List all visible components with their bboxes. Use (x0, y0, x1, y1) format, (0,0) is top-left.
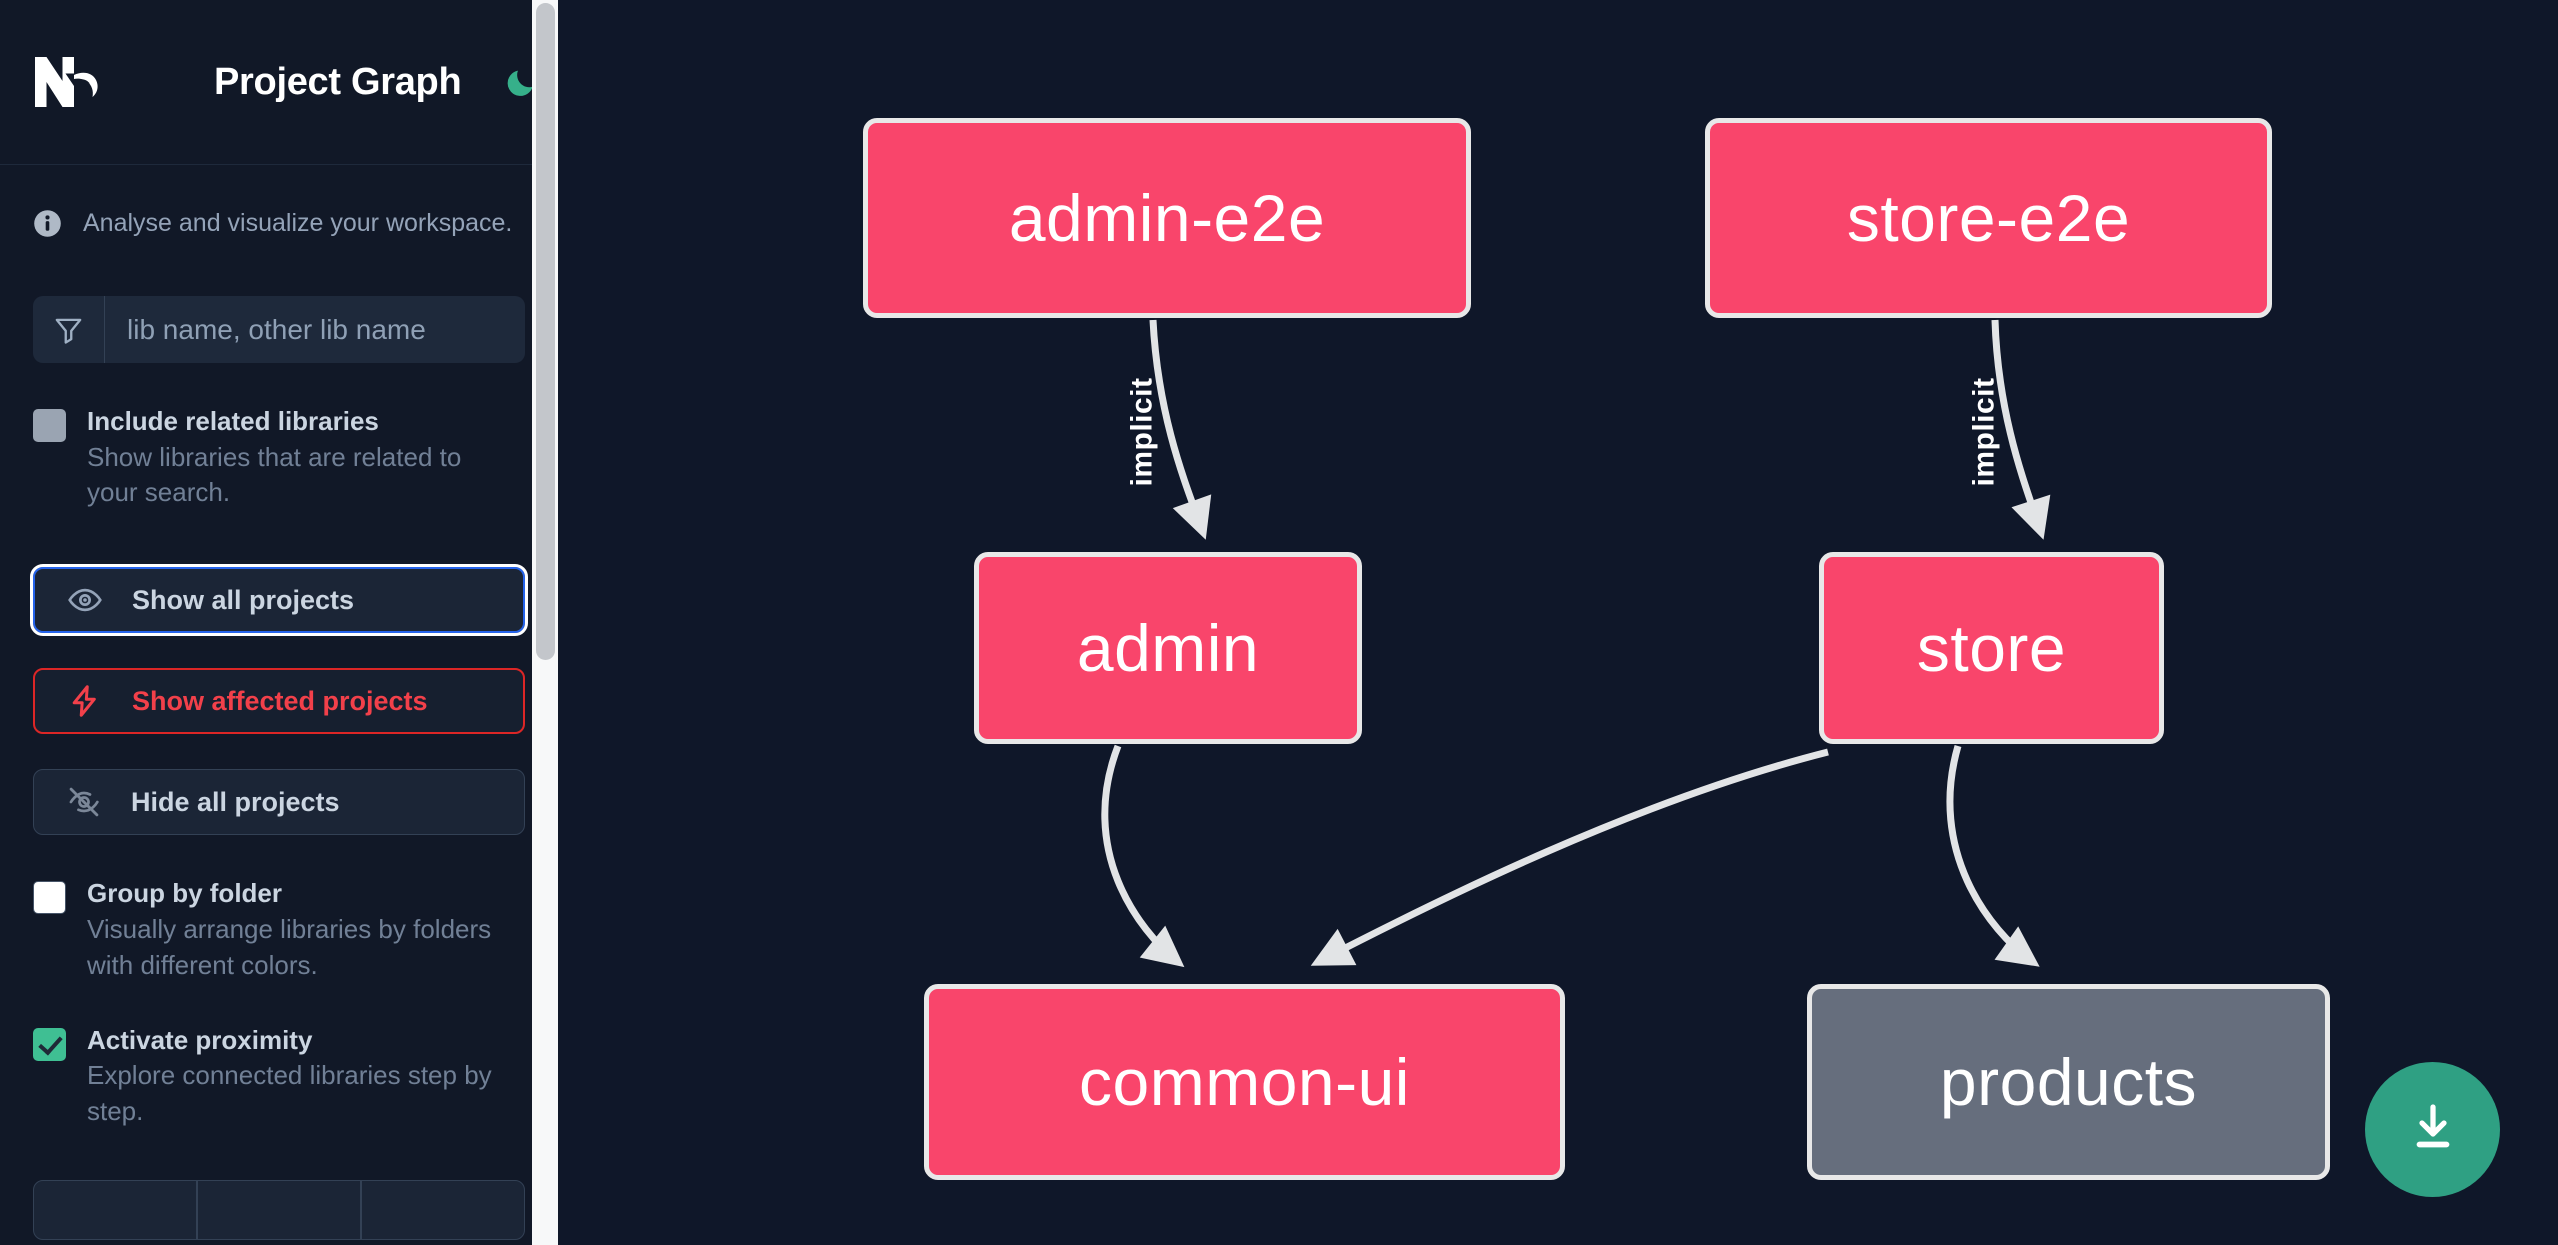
eye-off-icon (64, 782, 104, 822)
graph-node-store-label: store (1916, 611, 2067, 685)
eye-icon (65, 580, 105, 620)
graph-node-store-e2e[interactable]: store-e2e (1705, 118, 2272, 318)
graph-node-common-ui-label: common-ui (1079, 1045, 1410, 1119)
activate-proximity-description: Explore connected libraries step by step… (87, 1060, 492, 1126)
segment-three[interactable] (361, 1179, 525, 1240)
show-all-projects-label: Show all projects (132, 584, 355, 615)
nx-logo-icon (33, 55, 117, 109)
graph-node-products-label: products (1939, 1045, 2198, 1119)
show-all-projects-button[interactable]: Show all projects (30, 564, 528, 637)
sidebar-scrollbar-thumb[interactable] (536, 3, 555, 660)
include-related-libraries-checkbox[interactable] (33, 409, 66, 442)
sidebar-scrollbar[interactable] (532, 0, 558, 1245)
segment-one[interactable] (33, 1179, 197, 1240)
info-circle-icon (33, 209, 62, 238)
hide-all-projects-button[interactable]: Hide all projects (33, 769, 525, 836)
edge-admin-common-ui (1101, 744, 1185, 968)
graph-canvas[interactable]: admin-e2e store-e2e admin store common-u… (558, 0, 2558, 1245)
lightning-icon (65, 681, 105, 721)
show-affected-projects-button[interactable]: Show affected projects (33, 668, 525, 735)
edge-store-products (1946, 745, 2040, 967)
graph-node-products[interactable]: products (1807, 984, 2330, 1180)
edge-admin-e2e-admin (1149, 319, 1212, 540)
graph-node-admin-e2e[interactable]: admin-e2e (863, 118, 1471, 318)
info-banner-text: Analyse and visualize your workspace. (83, 209, 513, 237)
show-affected-projects-label: Show affected projects (132, 685, 428, 716)
edge-store-common-ui (1310, 748, 1829, 966)
search-input[interactable] (105, 296, 525, 363)
projects-button-group: Show all projects Show affected projects (30, 564, 528, 836)
page-title: Project Graph (214, 60, 462, 103)
sidebar-header: Project Graph (0, 0, 558, 165)
sidebar: Project Graph Analyse and visualize your… (0, 0, 558, 1245)
checkbox-include-related-libraries[interactable]: Include related libraries Show libraries… (33, 405, 525, 511)
graph-edges (1101, 319, 2051, 968)
graph-node-admin[interactable]: admin (974, 552, 1362, 744)
moon-icon[interactable] (501, 61, 543, 103)
download-graph-button[interactable] (2365, 1062, 2500, 1197)
graph-node-store-e2e-label: store-e2e (1846, 181, 2131, 255)
include-related-libraries-label: Include related libraries (87, 406, 379, 436)
graph-node-common-ui[interactable]: common-ui (924, 984, 1565, 1180)
download-icon (2403, 1097, 2463, 1162)
group-by-folder-description: Visually arrange libraries by folders wi… (87, 913, 492, 980)
graph-node-store[interactable]: store (1819, 552, 2164, 744)
hide-all-projects-label: Hide all projects (131, 786, 340, 817)
group-by-folder-label: Group by folder (87, 878, 282, 909)
include-related-libraries-description: Show libraries that are related to your … (87, 441, 462, 508)
filter-funnel-icon (33, 296, 105, 363)
activate-proximity-checkbox[interactable] (33, 1027, 66, 1061)
search-box (33, 296, 525, 363)
activate-proximity-label: Activate proximity (87, 1024, 313, 1055)
edge-store-e2e-store (1991, 319, 2051, 540)
segment-two[interactable] (197, 1179, 361, 1240)
graph-node-admin-label: admin (1076, 611, 1260, 685)
checkbox-activate-proximity[interactable]: Activate proximity Explore connected lib… (33, 1024, 525, 1130)
group-by-folder-checkbox[interactable] (33, 881, 66, 915)
info-banner: Analyse and visualize your workspace. (33, 209, 525, 238)
sidebar-body: Analyse and visualize your workspace. In… (0, 209, 558, 1240)
proximity-segmented-control (33, 1179, 525, 1240)
checkbox-group-by-folder[interactable]: Group by folder Visually arrange librari… (33, 877, 525, 983)
graph-node-admin-e2e-label: admin-e2e (1008, 181, 1326, 255)
